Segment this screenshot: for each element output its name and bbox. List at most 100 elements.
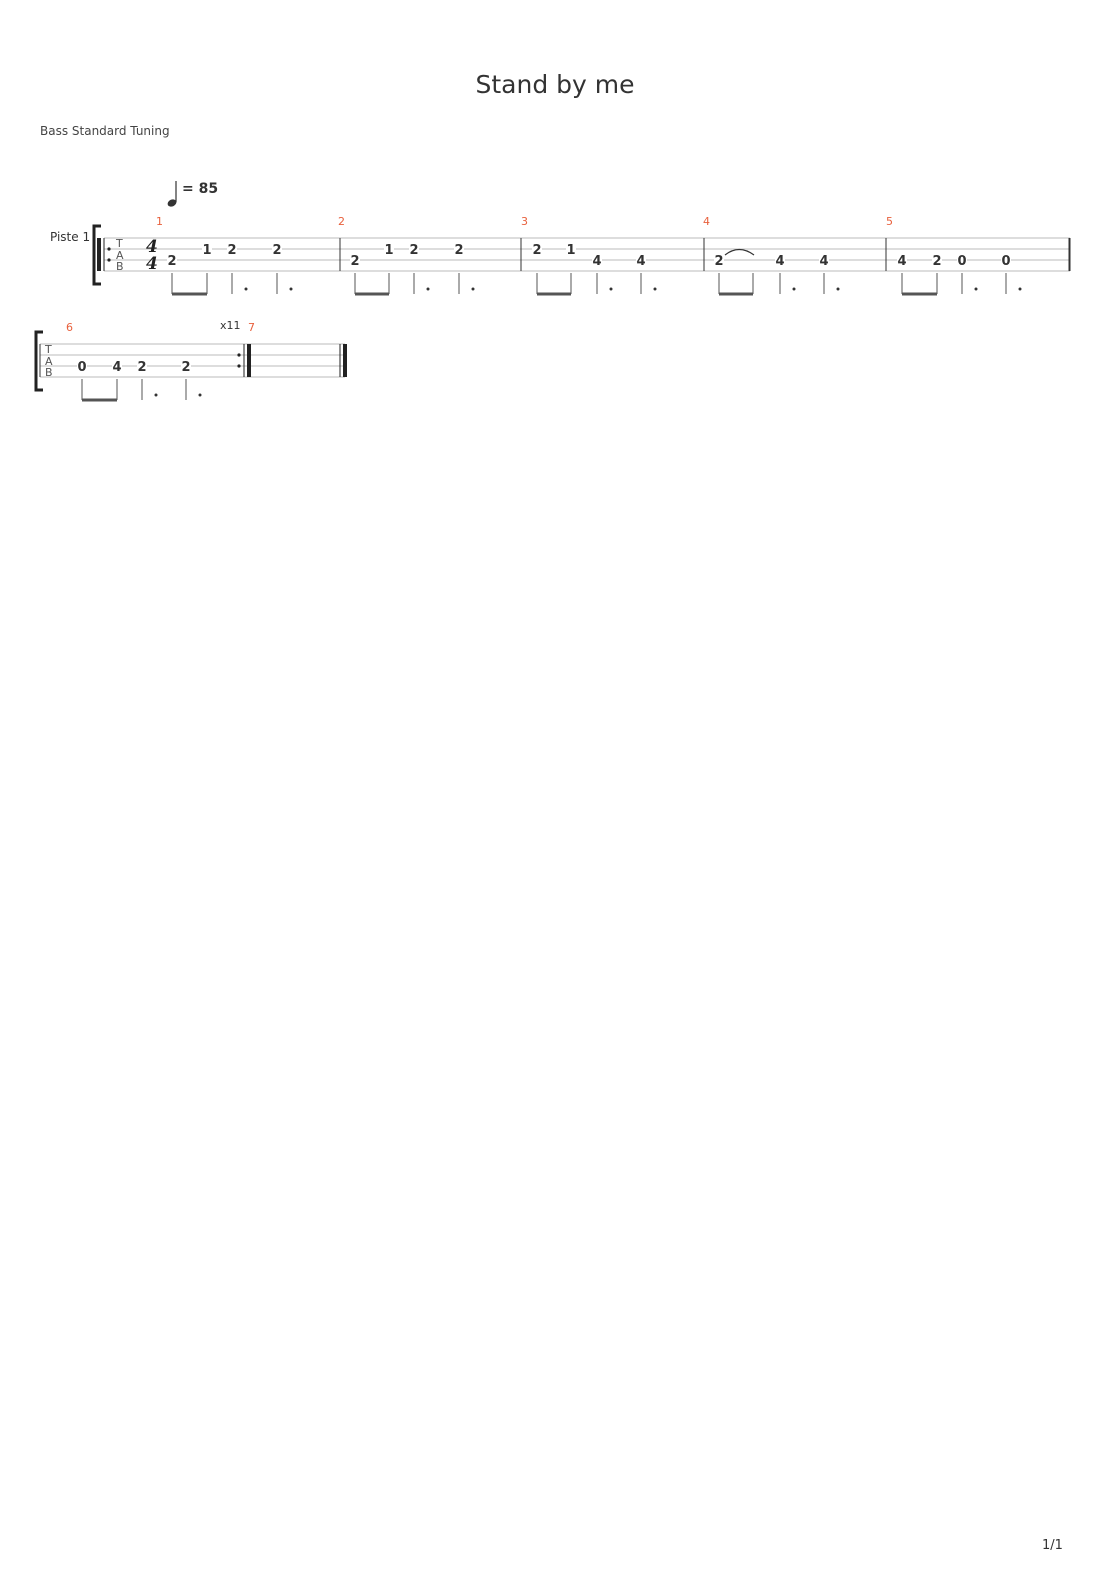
duration-dot: [289, 287, 293, 291]
fret-bg: [350, 254, 360, 266]
repeat-dot: [237, 353, 241, 357]
tempo-value: = 85: [182, 181, 218, 197]
tempo-marking: = 85: [167, 181, 218, 207]
song-title: Stand by me: [475, 70, 635, 99]
fret-number: 4: [592, 254, 601, 269]
fret-number: 2: [167, 254, 176, 269]
fret-number: 1: [384, 243, 393, 258]
fret-number: 4: [636, 254, 645, 269]
system-2: T A B x11: [34, 319, 347, 392]
fret-bg: [1001, 254, 1011, 266]
fret-number: 0: [1001, 254, 1010, 269]
fret-number: 2: [454, 243, 463, 258]
fret-number: 2: [350, 254, 359, 269]
tab-clef-b: B: [116, 260, 124, 273]
fret-number: 2: [409, 243, 418, 258]
tab-clef-t: T: [115, 237, 123, 250]
fret-number: 1: [202, 243, 211, 258]
measure-number: 1: [156, 215, 163, 228]
fret-bg: [454, 243, 464, 255]
fret-bg: [714, 254, 724, 266]
fret-number: 4: [775, 254, 784, 269]
measure-number: 7: [248, 321, 255, 334]
fret-number: 2: [272, 243, 281, 258]
repeat-dot: [107, 247, 111, 251]
tab-clef-t: T: [44, 343, 52, 356]
tab-staff-lines: [40, 343, 345, 378]
fret-number: 2: [181, 360, 190, 375]
measure-1: 1 2 1 2 2: [156, 215, 341, 296]
fret-number: 2: [137, 360, 146, 375]
time-signature-bottom: 4: [146, 254, 158, 274]
measure-2: 2 2 1 2 2: [338, 215, 522, 296]
measure-5: 5 4 2 0 0: [886, 215, 1070, 296]
measure-3: 3 2 1 4 4: [521, 215, 705, 296]
duration-dot: [471, 287, 475, 291]
duration-dot: [154, 393, 158, 397]
fret-number: 2: [532, 243, 541, 258]
fret-bg: [112, 360, 122, 372]
fret-bg: [897, 254, 907, 266]
measure-7: 7: [248, 321, 255, 334]
fret-number: 4: [112, 360, 121, 375]
tab-staff-lines: [104, 237, 1071, 272]
fret-bg: [566, 243, 576, 255]
fret-bg: [384, 243, 394, 255]
fret-number: 0: [957, 254, 966, 269]
duration-dot: [653, 287, 657, 291]
fret-bg: [932, 254, 942, 266]
fret-bg: [775, 254, 785, 266]
duration-dot: [426, 287, 430, 291]
fret-bg: [77, 360, 87, 372]
repeat-dot: [237, 364, 241, 368]
repeat-dot: [107, 258, 111, 262]
duration-dot: [1018, 287, 1022, 291]
measure-number: 3: [521, 215, 528, 228]
measure-number: 5: [886, 215, 893, 228]
fret-bg: [202, 243, 212, 255]
tie: [724, 248, 755, 256]
measure-number: 2: [338, 215, 345, 228]
measure-number: 4: [703, 215, 710, 228]
fret-bg: [227, 243, 237, 255]
fret-number: 0: [77, 360, 86, 375]
fret-bg: [532, 243, 542, 255]
fret-bg: [167, 254, 177, 266]
duration-dot: [609, 287, 613, 291]
tab-clef-b: B: [45, 366, 53, 379]
fret-number: 4: [897, 254, 906, 269]
tuning-label: Bass Standard Tuning: [40, 124, 170, 138]
fret-bg: [137, 360, 147, 372]
time-signature-top: 4: [146, 237, 158, 257]
duration-dot: [244, 287, 248, 291]
track-name: Piste 1: [50, 230, 90, 244]
duration-dot: [198, 393, 202, 397]
fret-bg: [409, 243, 419, 255]
system-bracket: [92, 224, 101, 286]
measure-4: 4 2 4 4: [703, 215, 887, 296]
fret-bg: [636, 254, 646, 266]
fret-bg: [957, 254, 967, 266]
system-bracket: [34, 330, 43, 392]
measure-6: 6 0 4 2 2: [66, 321, 202, 402]
fret-number: 2: [227, 243, 236, 258]
fret-number: 2: [714, 254, 723, 269]
fret-bg: [181, 360, 191, 372]
duration-dot: [792, 287, 796, 291]
fret-number: 2: [932, 254, 941, 269]
fret-bg: [272, 243, 282, 255]
fret-number: 4: [819, 254, 828, 269]
tab-clef-a: A: [116, 249, 124, 262]
tab-clef-a: A: [45, 355, 53, 368]
duration-dot: [974, 287, 978, 291]
measure-number: 6: [66, 321, 73, 334]
fret-bg: [592, 254, 602, 266]
repeat-count: x11: [220, 319, 241, 332]
duration-dot: [836, 287, 840, 291]
system-1: Piste 1 T A B 4 4: [50, 224, 1071, 286]
fret-number: 1: [566, 243, 575, 258]
page-number: 1/1: [1042, 1538, 1063, 1553]
quarter-note-icon: [167, 199, 177, 207]
